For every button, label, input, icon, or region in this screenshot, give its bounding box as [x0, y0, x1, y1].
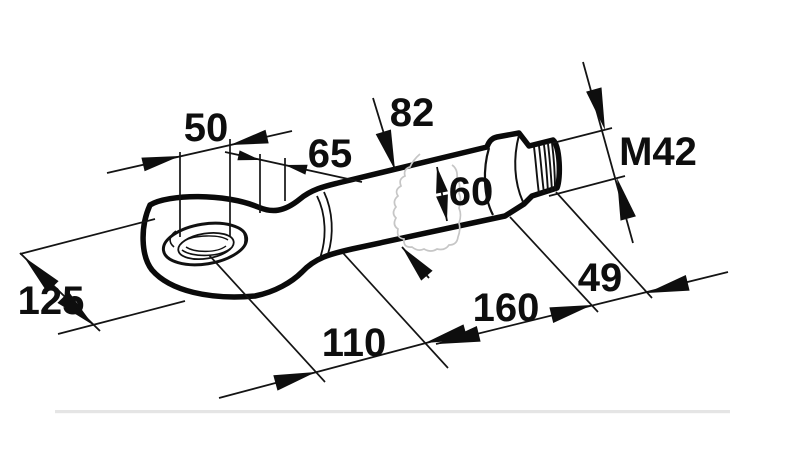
- dimension-label-49: 49: [578, 256, 623, 300]
- dimension-label-110: 110: [322, 321, 387, 365]
- break-out-line: [392, 153, 462, 252]
- part-outline: [140, 130, 563, 300]
- thread-lines: [533, 142, 556, 195]
- extension-line: [509, 216, 599, 313]
- arrowhead: [436, 194, 448, 221]
- neck-transition-line: [323, 191, 333, 255]
- dimension-labels: 50 65 82 M42 60 49 160 110 125: [18, 91, 697, 365]
- extension-line: [342, 252, 449, 369]
- arrowhead: [285, 164, 308, 175]
- arrowhead: [549, 305, 592, 323]
- dimension-label-m42: M42: [619, 130, 697, 174]
- arrowhead: [375, 129, 395, 170]
- arrowhead: [425, 324, 468, 343]
- eye-hole: [161, 221, 249, 267]
- dimension-line-110: [218, 333, 461, 399]
- arrowhead: [141, 156, 180, 172]
- dimension-label-125: 125: [18, 279, 85, 323]
- arrowheads: [24, 87, 690, 391]
- hex-face-line: [483, 147, 494, 216]
- arrowhead: [647, 275, 690, 293]
- arrowhead: [57, 291, 93, 325]
- arrowhead: [586, 87, 605, 130]
- arrowhead: [617, 178, 636, 221]
- dimension-label-160: 160: [473, 286, 540, 330]
- arrowhead: [230, 129, 269, 145]
- part: [140, 130, 563, 300]
- extension-line: [19, 218, 156, 255]
- extension-line: [208, 254, 326, 383]
- arrowhead: [24, 257, 59, 293]
- dimension-label-82: 82: [390, 91, 435, 135]
- hex-face-line: [514, 134, 524, 203]
- arrowhead: [402, 247, 433, 281]
- arrowhead: [436, 167, 448, 194]
- extension-line: [548, 175, 626, 197]
- extension-line: [57, 300, 186, 335]
- extension-line: [555, 191, 653, 299]
- arrowhead: [237, 150, 260, 161]
- scan-artifact-line: [55, 410, 730, 414]
- neck-transition-line: [316, 195, 326, 259]
- dimension-label-65: 65: [308, 132, 353, 176]
- arrowhead: [273, 372, 316, 391]
- dimension-label-50: 50: [184, 106, 229, 150]
- dimension-label-60: 60: [449, 170, 494, 214]
